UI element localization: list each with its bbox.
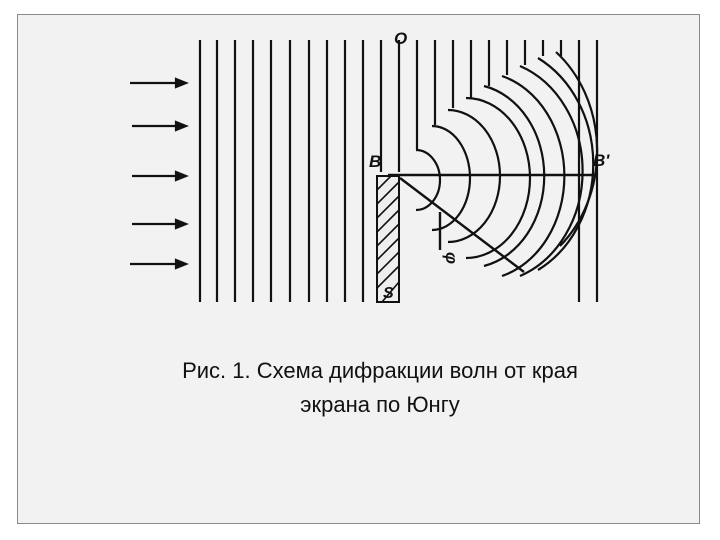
- figure-caption: Рис. 1. Схема дифракции волн от края экр…: [0, 354, 720, 422]
- caption-line-2: экрана по Юнгу: [300, 392, 460, 417]
- label-b: B: [369, 152, 381, 171]
- axis-lines: [388, 173, 598, 273]
- label-s: S: [383, 285, 394, 302]
- label-phi: φ: [442, 252, 461, 264]
- plane-wavefronts: [198, 40, 599, 302]
- slide-frame: [17, 14, 700, 524]
- label-b-prime: B': [593, 151, 610, 170]
- caption-line-1: Рис. 1. Схема дифракции волн от края: [182, 358, 578, 383]
- incident-arrows: [130, 77, 189, 270]
- label-o: O: [394, 29, 407, 48]
- diffracted-wavefronts: [415, 51, 599, 278]
- screen-edge: [376, 175, 400, 303]
- boundary-ray: [399, 177, 525, 273]
